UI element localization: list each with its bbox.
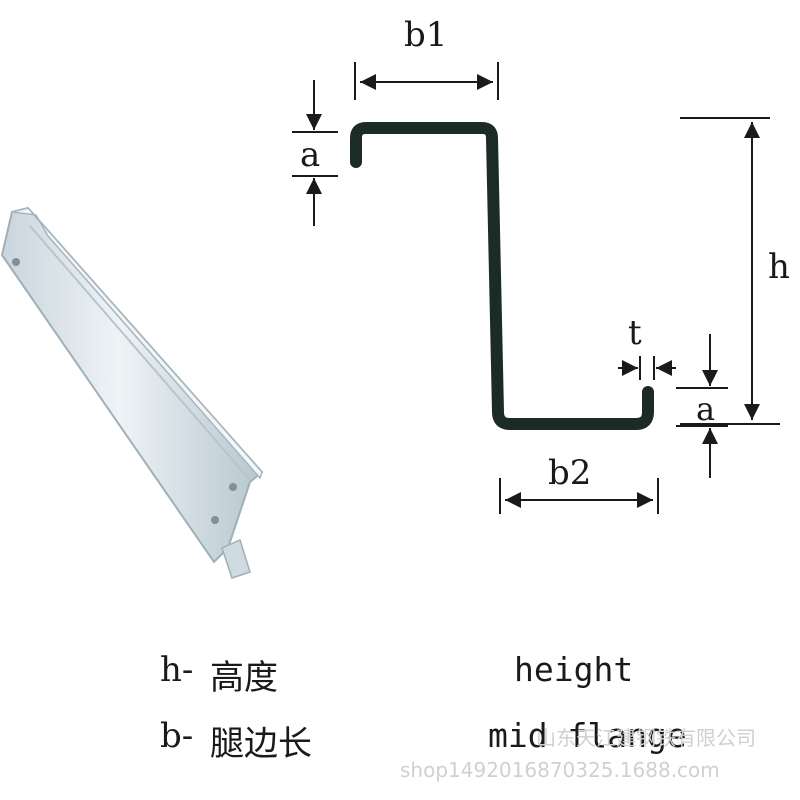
h-label: h: [768, 247, 790, 287]
h-dimension: h: [680, 117, 790, 425]
t-label: t: [628, 313, 642, 353]
a-bottom-dimension: a: [676, 334, 728, 478]
b2-label: b2: [548, 453, 591, 493]
purlin-web: [0, 206, 264, 564]
watermark-shop: shop1492016870325.1688.com: [400, 758, 720, 782]
purlin-lip: [221, 538, 251, 579]
a-top-label: a: [300, 135, 320, 175]
b2-dimension: b2: [499, 453, 659, 514]
b1-label: b1: [404, 15, 447, 55]
purlin-hole: [229, 483, 237, 491]
purlin-hole: [211, 516, 219, 524]
legend-h-zh: 高度: [210, 658, 278, 698]
z-profile: [350, 122, 654, 430]
legend-h-en: height: [514, 650, 634, 689]
a-bottom-label: a: [696, 390, 715, 428]
purlin-fold-line: [29, 225, 251, 481]
b1-dimension: b1: [354, 15, 499, 100]
legend-b-symbol: b-: [160, 716, 194, 756]
purlin-photo: [0, 206, 264, 579]
t-dimension: t: [618, 313, 676, 380]
legend-h-symbol: h-: [160, 650, 194, 690]
legend-b-en: mid flange: [488, 716, 687, 755]
watermark-company: 山东天江建钢铁有限公司: [536, 726, 756, 750]
purlin-flange: [11, 207, 263, 480]
legend-b-zh: 腿边长: [210, 724, 312, 764]
purlin-hole: [12, 258, 20, 266]
a-top-dimension: a: [292, 80, 338, 226]
